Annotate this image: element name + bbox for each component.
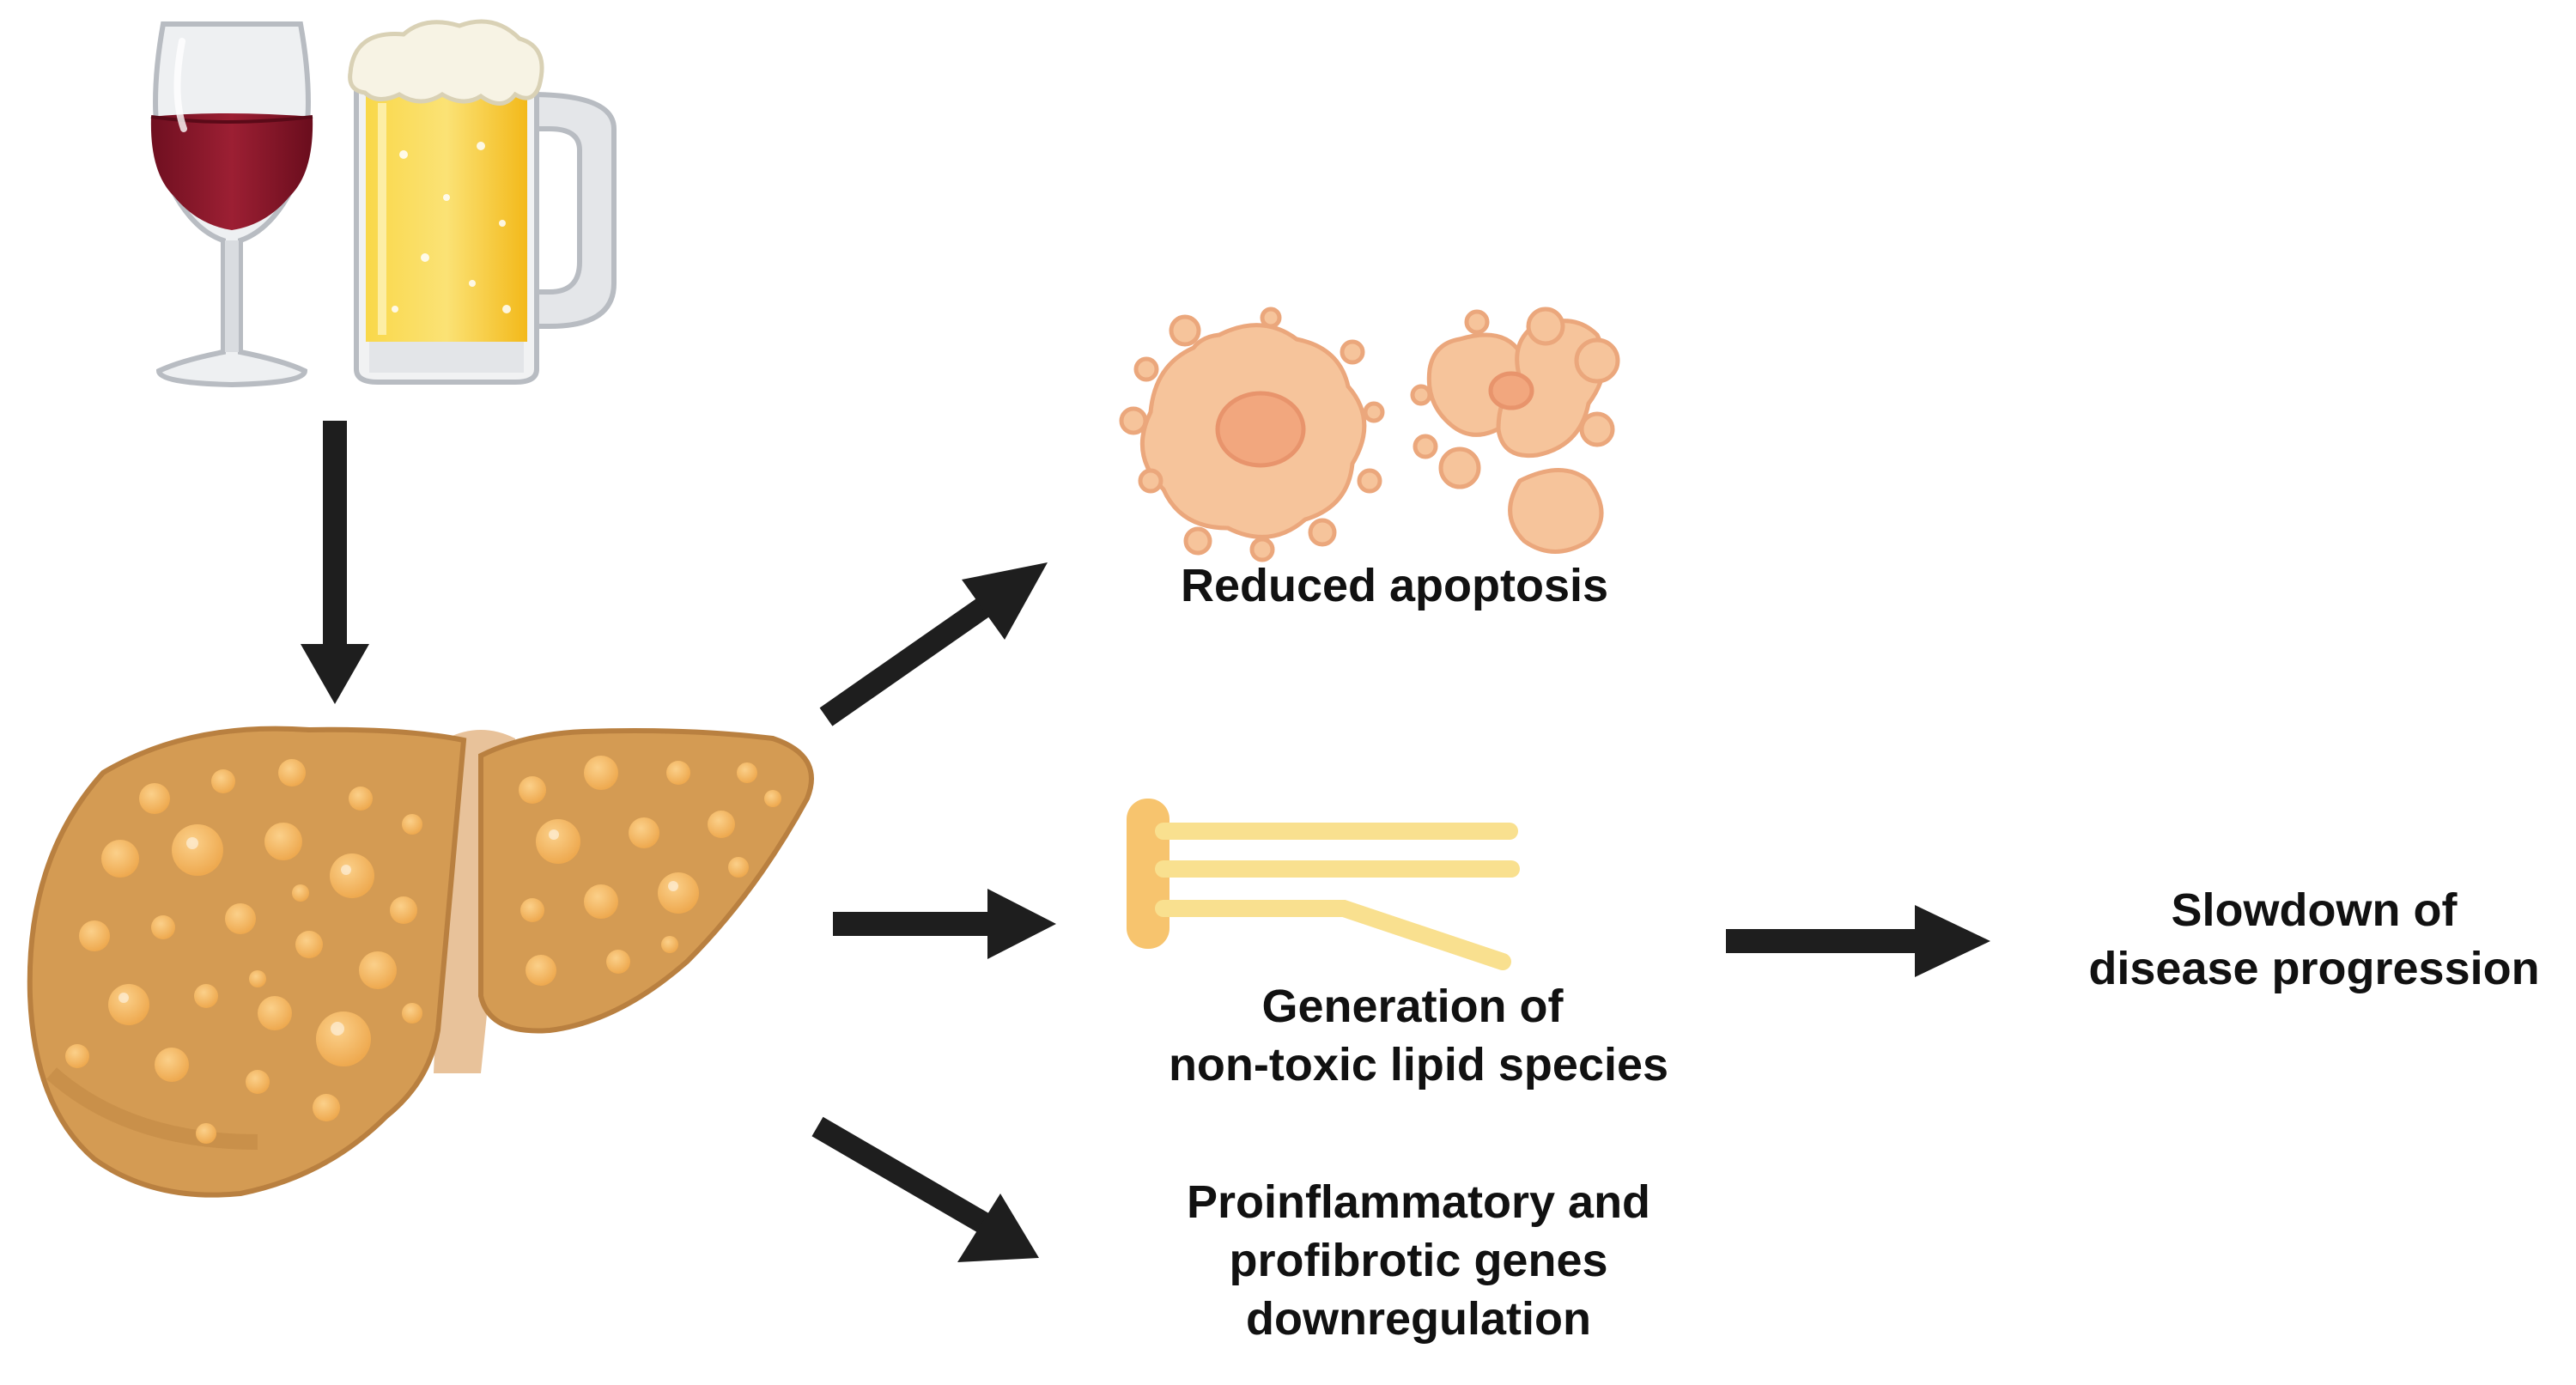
arrow-drinks-to-liver [301, 421, 369, 704]
arrow-lipid-to-outcome [1726, 905, 1990, 977]
wine-glass-icon [150, 21, 313, 388]
label-genes-line2: profibrotic genes [1229, 1235, 1607, 1286]
label-lipid-line1: Generation of [1261, 981, 1564, 1032]
beer-mug-icon [348, 19, 617, 385]
apoptotic-cells-icon [1119, 307, 1620, 562]
arrow-liver-to-lipid [833, 889, 1056, 959]
arrow-liver-to-apoptosis [819, 562, 1048, 726]
lipid-molecule-icon [1127, 799, 1520, 970]
arrows [301, 421, 1990, 1262]
label-lipid-line2: non-toxic lipid species [1169, 1039, 1668, 1090]
fatty-liver-icon [27, 726, 814, 1198]
label-reduced-apoptosis: Reduced apoptosis [1181, 560, 1608, 611]
label-outcome-line1: Slowdown of [2172, 884, 2458, 936]
label-genes-line1: Proinflammatory and [1187, 1176, 1650, 1228]
label-outcome-line2: disease progression [2088, 943, 2539, 994]
arrow-liver-to-genes [811, 1116, 1039, 1262]
label-genes-line3: downregulation [1246, 1293, 1591, 1345]
